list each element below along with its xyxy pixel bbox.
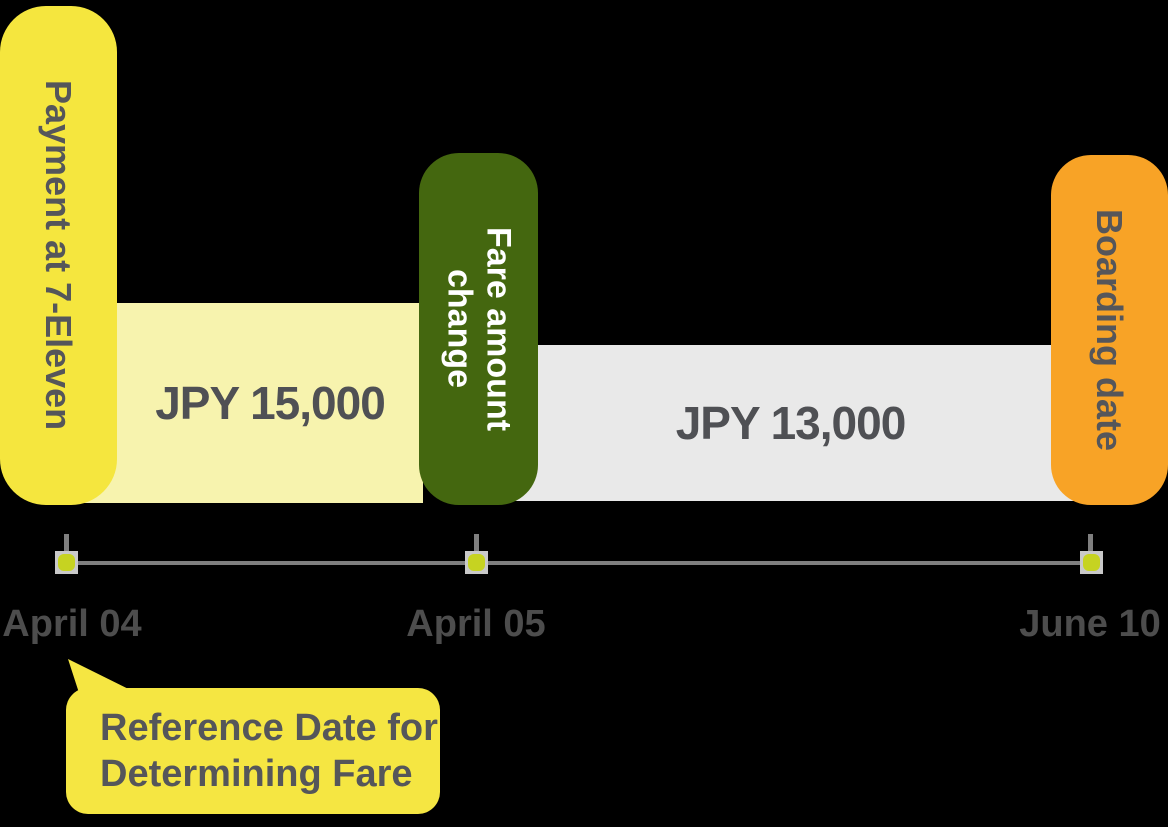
timeline-line [67,561,1092,565]
boarding-stage-label: Boarding date [1089,208,1131,451]
payment-stage-pill: Payment at 7-Eleven [0,6,117,505]
fare-amount-before: JPY 15,000 [155,377,386,429]
fare-change-stage-label: Fare amount change [440,226,518,432]
timeline-tick [474,534,479,560]
timeline-tick [1088,534,1093,560]
timeline-date-boarding: June 10 [1019,603,1161,645]
timeline-marker-boarding [1083,554,1100,571]
timeline-marker-fare-change [468,554,485,571]
fare-bar-after-change: JPY 13,000 [478,345,1103,501]
fare-amount-after: JPY 13,000 [675,397,907,449]
boarding-stage-pill: Boarding date [1051,155,1168,505]
payment-stage-label: Payment at 7-Eleven [38,80,80,431]
timeline-tick [64,534,69,560]
reference-date-callout-text: Reference Date for Determining Fare [100,706,438,795]
fare-change-stage-pill: Fare amount change [419,153,538,505]
timeline-marker-payment [58,554,75,571]
timeline-date-fare-change: April 05 [406,603,546,645]
reference-date-callout: Reference Date for Determining Fare [66,688,440,814]
timeline-date-payment: April 04 [2,603,142,645]
